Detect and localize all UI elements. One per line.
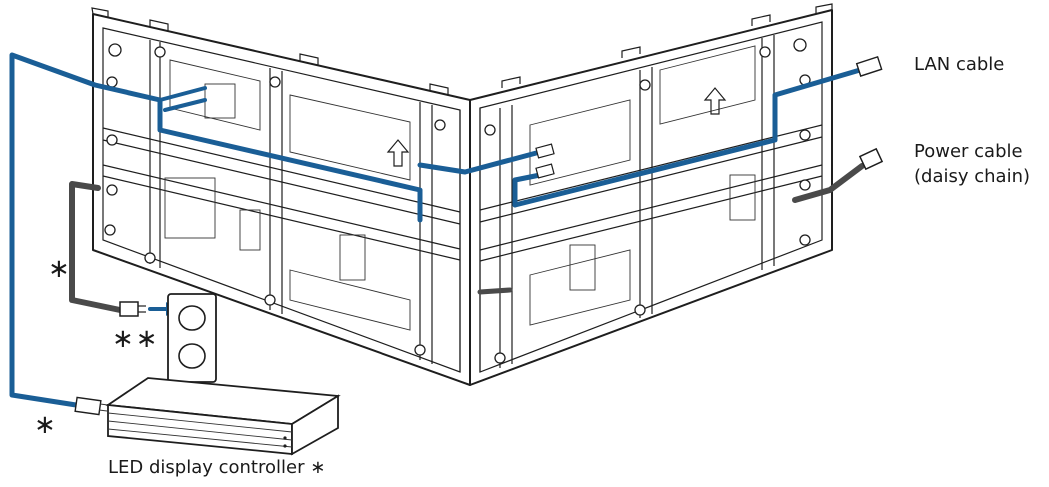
lan-cable-between-cabinets (417, 67, 863, 208)
rj45-connector-icon (855, 56, 883, 77)
right-led-cabinet (469, 3, 833, 386)
lan-cable-from-controller (9, 52, 423, 408)
wall-outlet-icon (167, 293, 217, 383)
led-display-controller-box (105, 377, 341, 456)
lan-cable-label: LAN cable (914, 54, 1005, 75)
up-arrow-icon (386, 139, 410, 167)
asterisk-note-lan: ∗ (34, 410, 56, 440)
double-asterisk-note-outlet: ∗∗ (112, 324, 160, 354)
rj45-connector-icon (535, 143, 555, 179)
controller-label: LED display controller ∗ (108, 457, 326, 478)
rj45-connector-icon (74, 396, 109, 416)
asterisk-note-power: ∗ (48, 254, 70, 284)
daisy-chain-label: (daisy chain) (914, 166, 1030, 187)
power-cable-label: Power cable (914, 141, 1023, 162)
up-arrow-icon (703, 87, 727, 115)
left-led-cabinet (91, 7, 471, 386)
power-cable-daisy-chain (477, 147, 884, 295)
